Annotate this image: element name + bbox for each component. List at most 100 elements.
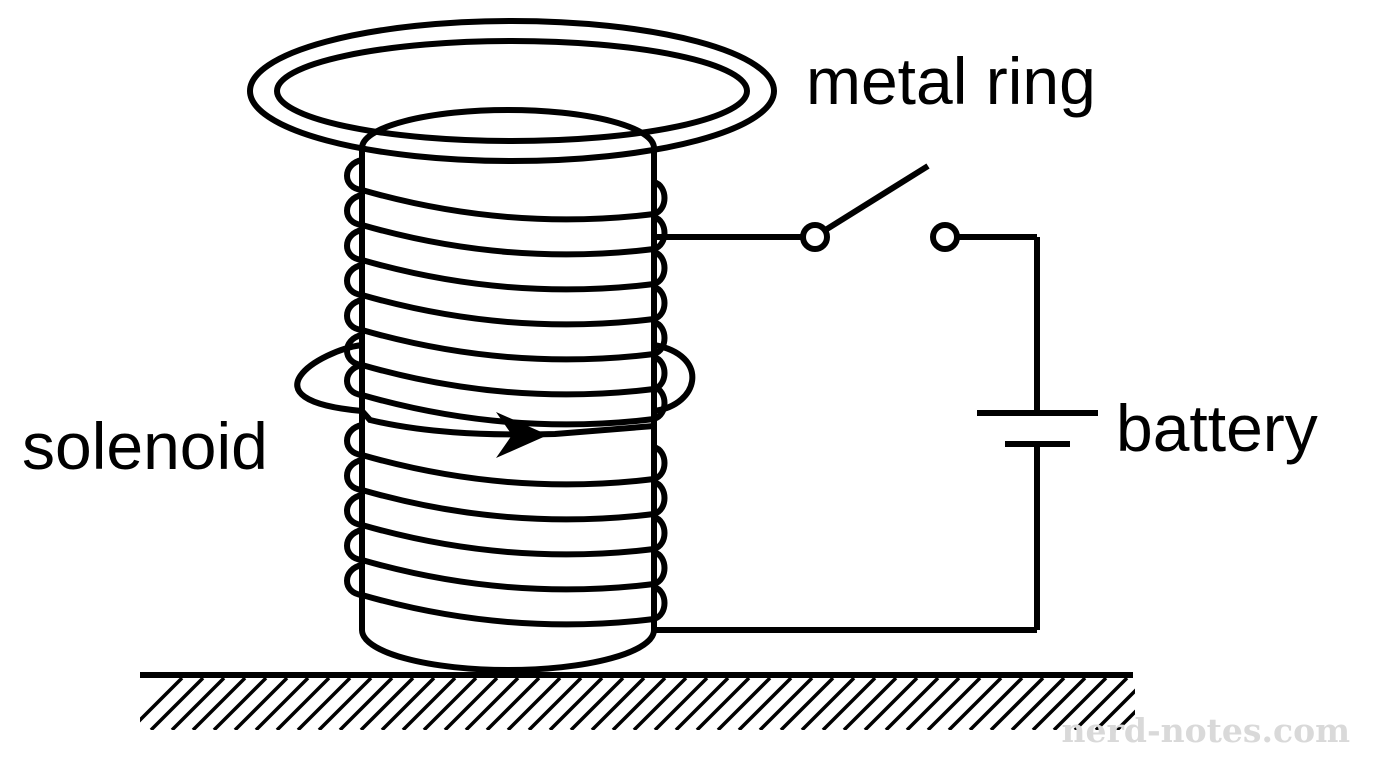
hatch-line [779, 678, 835, 730]
hatch-line [842, 678, 898, 730]
watermark-text: nerd-notes.com [1062, 711, 1351, 750]
hatch-line [1115, 709, 1135, 730]
coil-turn-left-loop [344, 362, 365, 398]
hatch-line [674, 678, 730, 730]
hatch-line [296, 678, 352, 730]
hatch-line [317, 678, 373, 730]
switch-terminal-left [800, 222, 830, 252]
hatch-line [422, 678, 478, 730]
hatch-line [968, 678, 1024, 730]
coil-turn-right-loop [651, 549, 668, 587]
hatch-line [548, 678, 604, 730]
hatch-line [716, 678, 772, 730]
coil-turn-right-loop [651, 179, 668, 217]
coil-turn-front [359, 292, 657, 328]
hatch-line [401, 678, 457, 730]
hatch-line [380, 678, 436, 730]
coil-turn-left-loop [344, 227, 365, 263]
hatch-line [926, 678, 982, 730]
ground [140, 672, 1135, 730]
coil-turn-left-loop [344, 157, 365, 193]
hatch-line [485, 678, 541, 730]
hatch-line [338, 678, 394, 730]
hatch-line [233, 678, 289, 730]
coil-turn-left-loop [344, 527, 365, 563]
hatch-line [884, 678, 940, 730]
hatch-line [863, 678, 919, 730]
hatch-line [821, 678, 877, 730]
hatch-line [905, 678, 961, 730]
hatch-line [569, 678, 625, 730]
hatch-line [1094, 688, 1135, 730]
hatch-line [359, 678, 415, 730]
hatch-line [1052, 678, 1108, 730]
coil-turn-right-loop [651, 249, 668, 287]
hatch-line [1073, 678, 1129, 730]
hatch-line [1010, 678, 1066, 730]
hatch-line [758, 678, 814, 730]
coil-turn-left-loop [344, 457, 365, 493]
coil-turn-right-loop [651, 444, 668, 482]
hatch-line [140, 678, 184, 723]
coil-turn-front [359, 592, 657, 628]
battery-label: battery [1116, 391, 1318, 465]
hatch-line [212, 678, 268, 730]
coil-turn-right-loop [651, 479, 668, 517]
ground-hatching [140, 678, 1135, 730]
hatch-line [149, 678, 205, 730]
coil-turn-front [359, 222, 657, 258]
hatch-line [737, 678, 793, 730]
hatch-line [989, 678, 1045, 730]
hatch-line [800, 678, 856, 730]
coil-turn-front [359, 522, 657, 558]
hatch-line [254, 678, 310, 730]
circuit [654, 163, 1098, 633]
coil-turn-left-loop [344, 192, 365, 228]
hatch-line [506, 678, 562, 730]
coil-turn-left-loop [344, 492, 365, 528]
coil-turn-right-loop [651, 284, 668, 322]
coil-turn-front [359, 327, 657, 363]
hatch-line [275, 678, 331, 730]
field-loop [294, 342, 696, 458]
coil-turn-left-loop [344, 562, 365, 598]
coil-turn-left-loop [344, 297, 365, 333]
coil-turn-front [359, 362, 657, 398]
switch-lever [825, 163, 930, 232]
coil-turn-right-loop [651, 384, 668, 422]
metal-ring [247, 18, 777, 164]
coil-turn-right-loop [651, 214, 668, 252]
coil-turn-right-loop [651, 514, 668, 552]
coil-windings [344, 157, 668, 628]
metal-ring-outer [247, 18, 777, 164]
coil-turn-front [359, 487, 657, 523]
hatch-line [590, 678, 646, 730]
coil-turn-left-loop [344, 262, 365, 298]
metal-ring-label: metal ring [806, 44, 1096, 118]
hatch-line [170, 678, 226, 730]
coil-turn-right-loop [651, 319, 668, 357]
hatch-line [653, 678, 709, 730]
hatch-line [611, 678, 667, 730]
hatch-line [527, 678, 583, 730]
metal-ring-inner [274, 38, 750, 144]
coil-turn-right-loop [651, 584, 668, 622]
hatch-line [632, 678, 688, 730]
hatch-line [464, 678, 520, 730]
field-loop-front [653, 342, 696, 414]
switch-terminal-right [930, 222, 960, 252]
coil-turn-front [359, 557, 657, 593]
hatch-line [443, 678, 499, 730]
hatch-line [191, 678, 247, 730]
solenoid-label: solenoid [22, 409, 268, 483]
cylinder-bottom-edge [359, 629, 657, 673]
coil-turn-front [359, 452, 657, 488]
coil-turn-left-loop [344, 422, 365, 458]
hatch-line [947, 678, 1003, 730]
current-arrow-icon [496, 412, 548, 458]
field-loop-back [294, 342, 363, 414]
coil-turn-front [359, 187, 657, 223]
coil-turn-front [359, 257, 657, 293]
hatch-line [695, 678, 751, 730]
